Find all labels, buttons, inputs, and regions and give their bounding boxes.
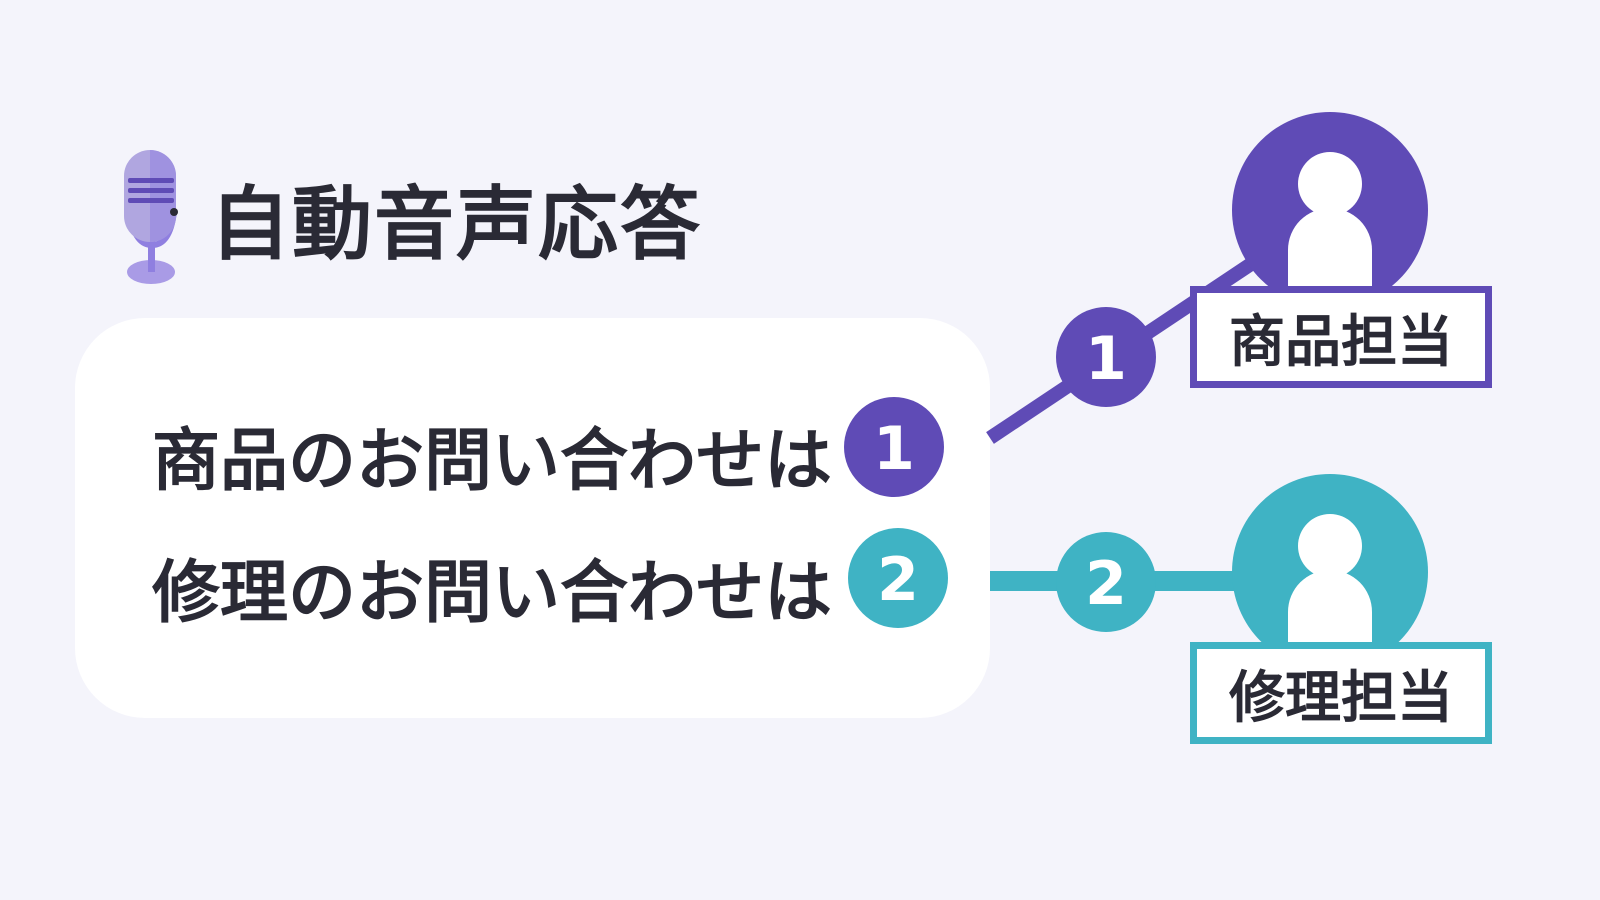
menu-badge-2 xyxy=(848,528,948,628)
target-label-2: 修理担当 xyxy=(1190,642,1492,744)
route-badge-2-number: 2 xyxy=(1085,549,1127,619)
page-title: 自動音声応答 xyxy=(210,178,702,271)
target-label-1: 商品担当 xyxy=(1190,286,1492,388)
menu-option-2: 修理のお問い合わせは xyxy=(152,554,833,633)
microphone-icon xyxy=(124,150,178,284)
menu-card xyxy=(75,318,990,718)
person-icon xyxy=(1288,152,1372,290)
route-badge-2 xyxy=(1056,532,1156,632)
menu-badge-1 xyxy=(844,397,944,497)
person-icon xyxy=(1288,514,1372,648)
menu-option-1: 商品のお問い合わせは xyxy=(152,422,833,501)
route-badge-1 xyxy=(1056,307,1156,407)
menu-badge-1-number: 1 xyxy=(873,414,915,484)
menu-badge-2-number: 2 xyxy=(877,545,919,615)
route-badge-1-number: 1 xyxy=(1085,324,1127,394)
